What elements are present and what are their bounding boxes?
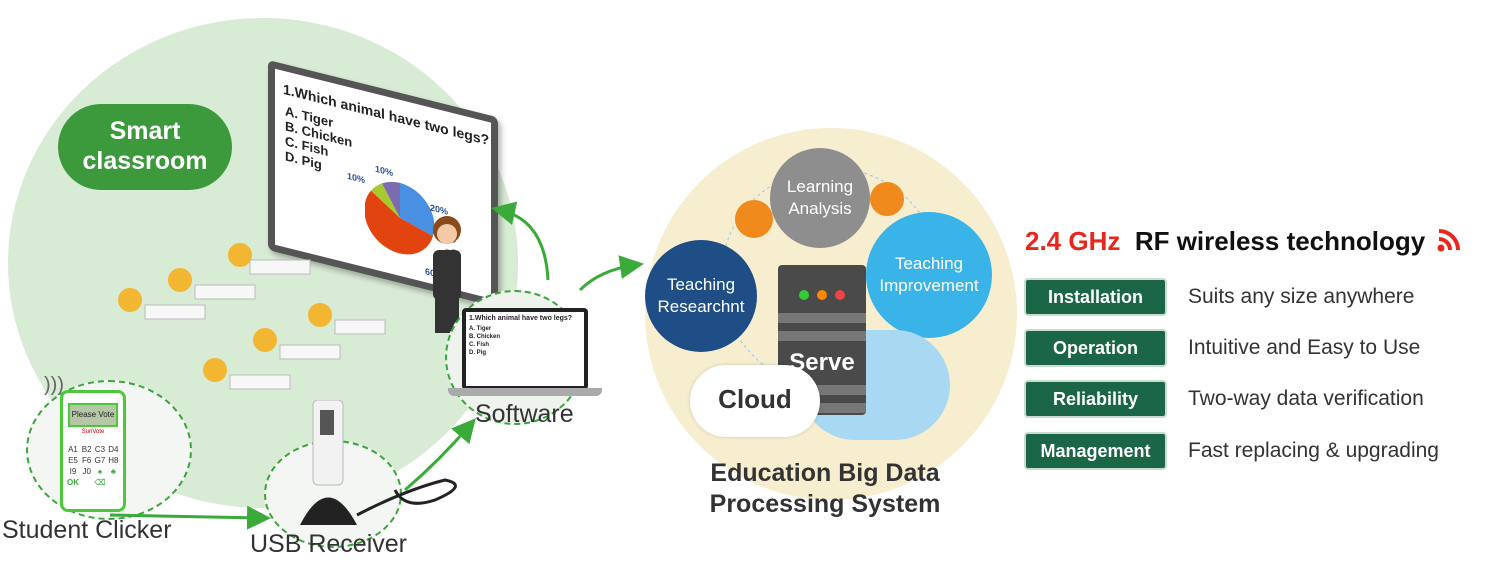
clicker-key[interactable]: ♠ xyxy=(97,467,103,476)
learning-analysis-bubble: Learning Analysis xyxy=(770,148,870,248)
pie-slice-b xyxy=(365,190,433,255)
option: A. Tiger xyxy=(469,326,492,332)
teaching-research-bubble: Teaching Researchnt xyxy=(645,240,757,352)
rss-wireless-icon xyxy=(1437,229,1461,252)
feature-desc: Fast replacing & upgrading xyxy=(1188,439,1439,462)
clicker-screen: Please Vote xyxy=(68,403,118,427)
whiteboard: 1.Which animal have two legs? A. Tiger B… xyxy=(268,60,498,308)
rf-frequency: 2.4 GHz xyxy=(1025,226,1121,256)
feature-operation: Operation xyxy=(1024,329,1167,367)
clicker-key[interactable]: E5 xyxy=(68,456,78,465)
feature-desc: Suits any size anywhere xyxy=(1188,285,1415,308)
clicker-key[interactable]: I9 xyxy=(69,467,77,476)
pie-slice-d xyxy=(382,181,400,218)
feature-installation: Installation xyxy=(1024,278,1167,316)
software-label: Software xyxy=(475,400,574,428)
option: B. Chicken xyxy=(469,334,501,340)
arrow-software-to-board xyxy=(491,201,550,281)
rf-heading: 2.4 GHz RF wireless technology xyxy=(1025,226,1462,257)
clicker-key-delete[interactable]: ⌫ xyxy=(94,478,106,487)
clicker-key[interactable]: G7 xyxy=(94,456,106,465)
pie-chart xyxy=(365,181,435,255)
clicker-key[interactable]: D4 xyxy=(108,445,119,454)
smart-classroom-badge: Smart classroom xyxy=(58,104,232,190)
clicker-key[interactable]: F6 xyxy=(81,456,92,465)
usb-receiver-label: USB Receiver xyxy=(250,530,407,558)
feature-desc: Two-way data verification xyxy=(1188,387,1424,410)
system-title: Education Big Data Processing System xyxy=(709,459,941,518)
orange-node xyxy=(870,182,904,216)
feature-reliability: Reliability xyxy=(1024,380,1167,418)
student-clicker-device: Please Vote SunVote A1 B2 C3 D4 E5 F6 G7… xyxy=(60,390,126,512)
usb-receiver-device xyxy=(300,400,457,525)
clicker-key[interactable]: A1 xyxy=(68,445,78,454)
clicker-key[interactable]: ♣ xyxy=(110,467,116,476)
orange-node xyxy=(735,200,773,238)
pie-slice-c xyxy=(371,183,400,218)
option: D. Pig xyxy=(469,350,487,356)
wireless-signal-icon: ))) xyxy=(44,374,64,396)
flow-arrows xyxy=(109,201,644,530)
server: Serve xyxy=(778,265,866,415)
feature-desc: Intuitive and Easy to Use xyxy=(1188,336,1421,359)
clicker-key-ok[interactable]: OK xyxy=(67,478,79,487)
clicker-key[interactable]: B2 xyxy=(81,445,92,454)
option: C. Fish xyxy=(469,342,490,348)
cloud-label: Cloud xyxy=(690,365,820,437)
arrow-software-to-system xyxy=(578,255,644,292)
clicker-brand: SunVote xyxy=(81,429,105,435)
arrow-receiver-to-software xyxy=(404,418,476,492)
laptop-question: 1.Which animal have two legs? xyxy=(469,315,573,322)
rf-text: RF wireless technology xyxy=(1134,226,1426,256)
clicker-key[interactable]: J0 xyxy=(82,467,91,476)
teaching-improvement-bubble: Teaching Improvement xyxy=(866,212,992,338)
clicker-key[interactable]: C3 xyxy=(94,445,106,454)
laptop-base xyxy=(448,388,602,396)
laptop: 1.Which animal have two legs? A. Tiger B… xyxy=(462,308,588,390)
students-illustration xyxy=(118,243,386,390)
feature-management: Management xyxy=(1024,432,1167,470)
arrow-clicker-to-receiver xyxy=(109,505,271,530)
pie-slice-a xyxy=(400,182,435,237)
clicker-key[interactable]: H8 xyxy=(108,456,119,465)
student-clicker-label: Student Clicker xyxy=(2,516,172,544)
